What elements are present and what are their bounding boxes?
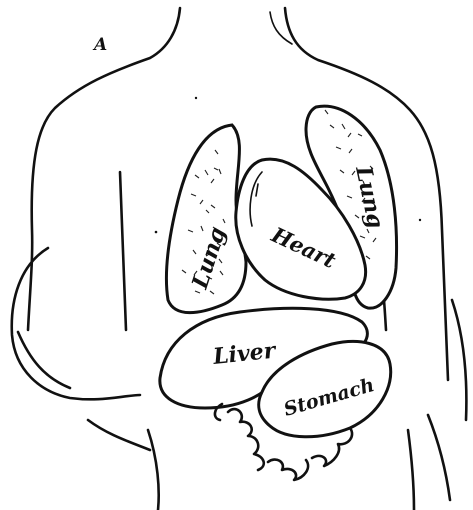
- left-lung: Lung: [166, 125, 246, 313]
- figure-letter: A: [92, 35, 107, 55]
